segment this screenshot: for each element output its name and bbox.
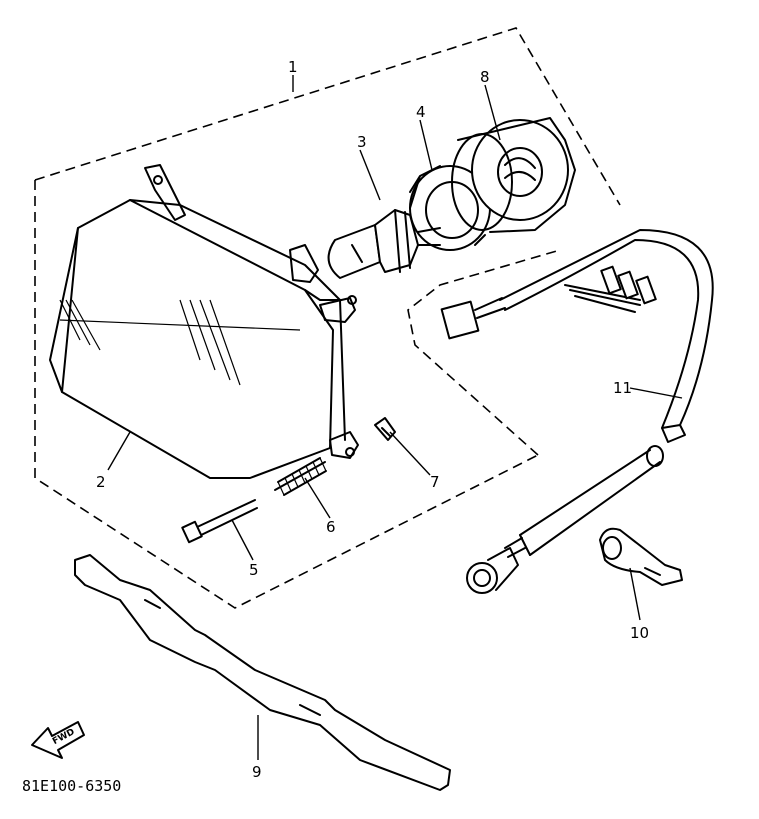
callout-10: 10 <box>630 624 649 642</box>
callout-5: 5 <box>249 561 259 579</box>
halogen-bulb <box>327 209 441 279</box>
callout-8: 8 <box>480 68 490 86</box>
callout-2: 2 <box>96 473 106 491</box>
retaining-clip <box>374 417 396 441</box>
support-bracket <box>74 554 451 791</box>
callout-labels: 1 2 3 4 5 6 7 8 9 10 11 <box>96 58 649 781</box>
forward-direction-arrow-icon: FWD <box>31 721 85 759</box>
callout-6: 6 <box>326 518 336 536</box>
leader-lines <box>107 75 683 760</box>
cable-clamp <box>599 527 683 586</box>
headlight-unit <box>49 164 359 479</box>
socket-cover <box>451 117 576 233</box>
callout-11: 11 <box>613 379 632 397</box>
callout-3: 3 <box>357 133 367 151</box>
callout-4: 4 <box>416 103 426 121</box>
adjuster-spring <box>274 457 327 496</box>
callout-9: 9 <box>252 763 262 781</box>
adjusting-screw <box>181 499 258 544</box>
callout-1: 1 <box>288 58 298 76</box>
lead-wire <box>440 229 714 594</box>
callout-7: 7 <box>430 473 440 491</box>
drawing-code: 81E100-6350 <box>22 777 121 795</box>
assembly-boundary <box>34 27 621 609</box>
